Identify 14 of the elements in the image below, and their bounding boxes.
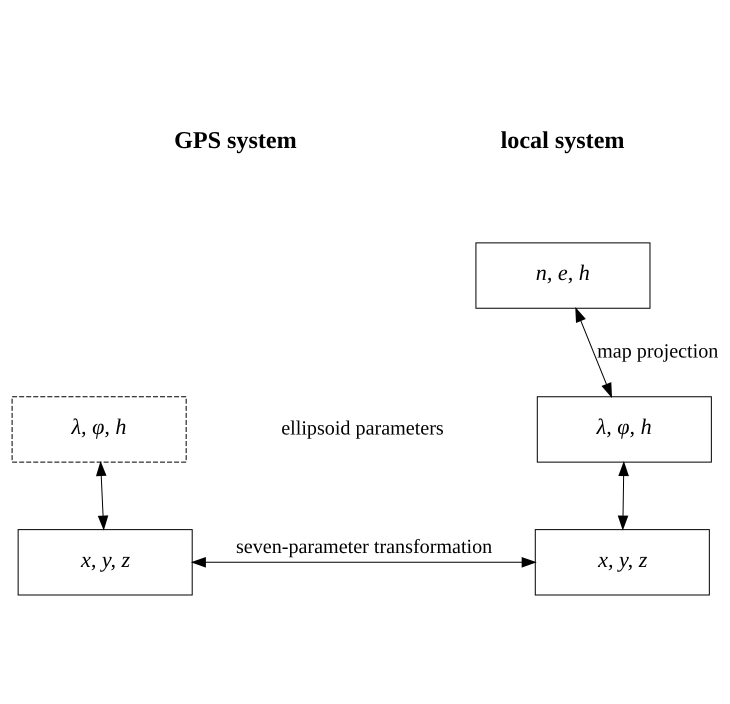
arrow bbox=[618, 460, 629, 530]
label: GPS system bbox=[174, 126, 297, 154]
node-box: x, y, z bbox=[534, 528, 710, 595]
node-box: n, e, h bbox=[475, 242, 650, 308]
arrow bbox=[575, 306, 612, 398]
node-box: λ, φ, h bbox=[536, 396, 712, 462]
edge-label: map projection bbox=[597, 340, 718, 362]
label: local system bbox=[500, 126, 625, 154]
label: ellipsoid parameters bbox=[281, 417, 444, 439]
arrow bbox=[190, 556, 537, 568]
node-box: x, y, z bbox=[18, 528, 193, 595]
arrow bbox=[96, 460, 108, 530]
edge-label: seven-parameter transformation bbox=[236, 536, 492, 558]
node-box: λ, φ, h bbox=[12, 396, 187, 462]
